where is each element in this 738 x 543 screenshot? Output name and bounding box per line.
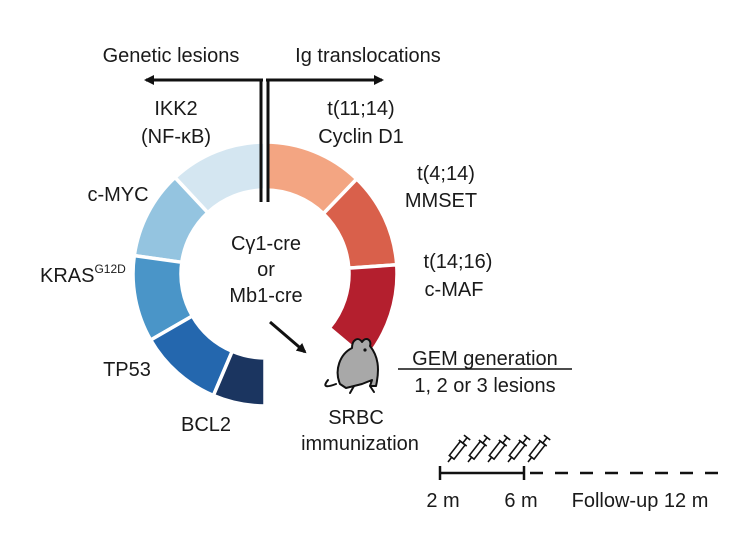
timeline-label-followup: Follow-up 12 m (572, 490, 709, 512)
label-cmaf: c-MAF (425, 279, 484, 301)
center-label-cre2: Mb1-cre (229, 285, 302, 307)
syringe-icon (527, 434, 551, 463)
syringe-icon (507, 434, 531, 463)
heading-genetic-lesions: Genetic lesions (103, 45, 240, 67)
label-nfkb: (NF-κB) (141, 126, 211, 148)
label-kras-superscript: G12D (94, 262, 126, 276)
gem-subtitle: 1, 2 or 3 lesions (414, 375, 555, 397)
gem-title: GEM generation (412, 348, 558, 370)
label-cyclin-d1: Cyclin D1 (318, 126, 404, 148)
syringe-icon (447, 434, 471, 463)
mouse-icon (324, 338, 379, 394)
label-t11-14: t(11;14) (327, 98, 394, 120)
syringe-icon (487, 434, 511, 463)
center-label-cre1: Cγ1-cre (231, 233, 301, 255)
srbc-immunization-label: immunization (301, 433, 419, 455)
timeline-label-2m: 2 m (426, 490, 459, 512)
syringe-group (447, 434, 551, 463)
label-t14-16: t(14;16) (424, 251, 493, 273)
center-label-or: or (257, 259, 275, 281)
label-cmyc: c-MYC (87, 184, 148, 206)
label-tp53: TP53 (103, 359, 151, 381)
arrow-to-mouse (269, 320, 307, 354)
timeline-label-6m: 6 m (504, 490, 537, 512)
srbc-label: SRBC (328, 407, 384, 429)
branch-arrows (144, 75, 384, 202)
label-mmset: MMSET (405, 190, 477, 212)
label-t4-14: t(4;14) (417, 163, 475, 185)
timeline (438, 466, 728, 480)
label-ikk2: IKK2 (154, 98, 197, 120)
heading-ig-translocations: Ig translocations (295, 45, 441, 67)
segment-bcl2 (211, 349, 267, 408)
label-kras: KRASG12D (40, 262, 126, 287)
label-bcl2: BCL2 (181, 414, 231, 436)
lesion-ring (131, 140, 399, 408)
label-kras-main: KRAS (40, 265, 94, 287)
syringe-icon (467, 434, 491, 463)
